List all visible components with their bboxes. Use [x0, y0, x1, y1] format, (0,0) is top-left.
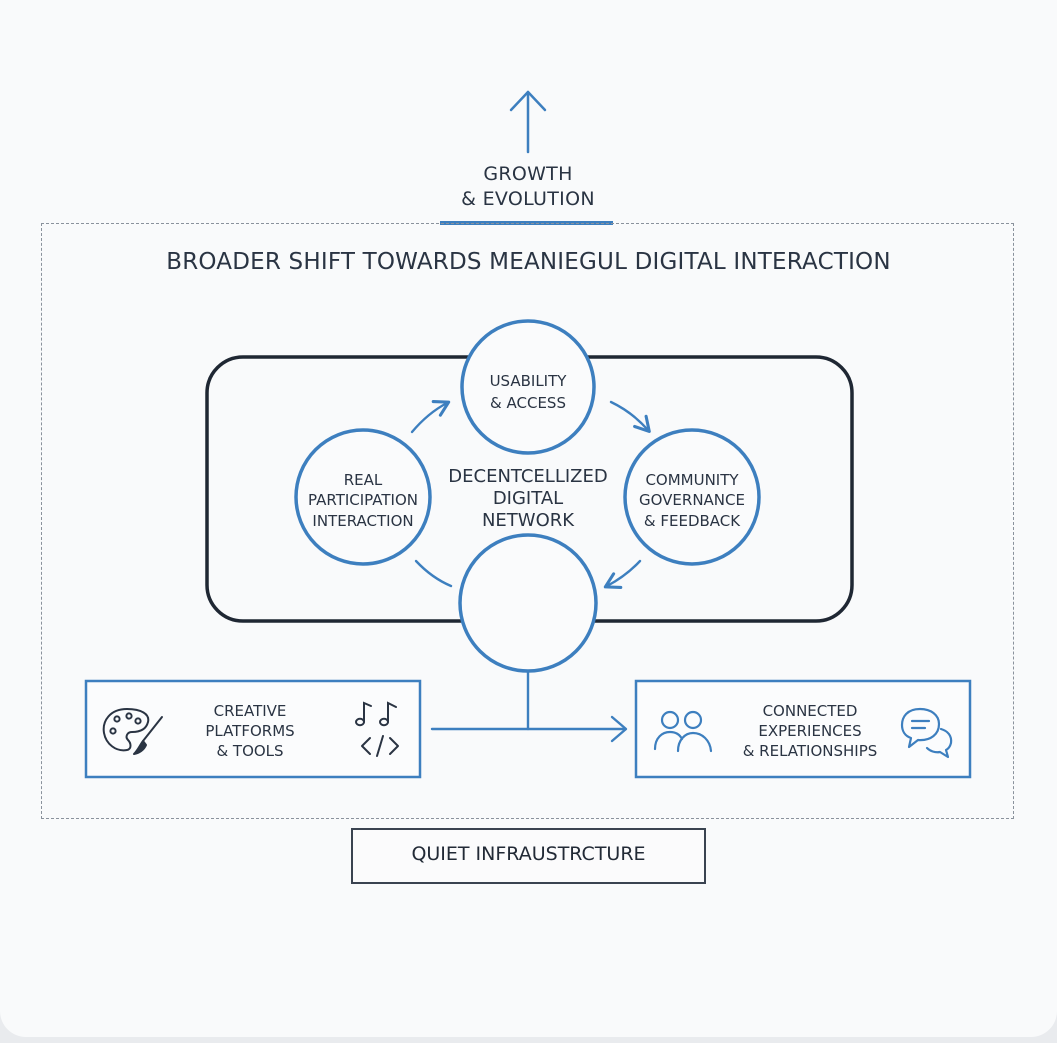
- outer-dashed-frame: [41, 223, 1014, 819]
- arrow-community-to-bottom: [603, 559, 642, 589]
- creative-box-line-3: & TOOLS: [216, 742, 284, 760]
- node-participation-circle: [294, 428, 432, 566]
- connected-box-line-1: CONNECTED: [762, 702, 858, 720]
- node-usability-line-1: USABILITY: [489, 372, 567, 390]
- growth-label-line-2: & EVOLUTION: [461, 188, 595, 210]
- core-label-line-3: NETWORK: [481, 510, 575, 531]
- node-usability-line-2: & ACCESS: [490, 394, 566, 412]
- code-icon: [361, 735, 399, 757]
- core-label-line-1: DECENTCELLIZED: [448, 466, 608, 487]
- creative-box-line-1: CREATIVE: [213, 702, 287, 720]
- node-usability-circle: [460, 319, 596, 455]
- growth-label-line-1: GROWTH: [483, 163, 573, 185]
- arrow-usability-to-community: [609, 400, 651, 433]
- palette-icon: [102, 708, 163, 755]
- node-community-line-3: & FEEDBACK: [643, 512, 741, 530]
- node-community-line-2: GOVERNANCE: [639, 491, 745, 509]
- cycle-arrows: [410, 400, 651, 589]
- connector-lines: [430, 669, 628, 743]
- arc-bottom-to-participation: [414, 559, 453, 588]
- music-notes-icon: [355, 701, 397, 727]
- creative-box-line-2: PLATFORMS: [205, 722, 295, 740]
- core-label-line-2: DIGITAL: [492, 488, 564, 509]
- arrow-participation-to-usability: [410, 400, 451, 434]
- node-community-circle: [623, 428, 761, 566]
- connected-box-line-3: & RELATIONSHIPS: [742, 742, 878, 760]
- quiet-infrastructure-box: [351, 828, 706, 884]
- people-icon: [653, 710, 713, 753]
- quiet-infrastructure-label: QUIET INFRAUSTRCTURE: [411, 843, 646, 865]
- node-participation-line-1: REAL: [343, 471, 383, 489]
- chat-bubbles-icon: [900, 707, 953, 759]
- node-participation-line-2: PARTICIPATION: [308, 491, 418, 509]
- connected-box-line-2: EXPERIENCES: [758, 722, 862, 740]
- node-participation-line-3: INTERACTION: [312, 512, 414, 530]
- frame-headline: BROADER SHIFT TOWARDS MEANIEGUL DIGITAL …: [166, 249, 891, 275]
- arrow-up-icon: [509, 90, 547, 154]
- node-bottom-circle: [458, 533, 598, 673]
- node-community-line-1: COMMUNITY: [645, 471, 739, 489]
